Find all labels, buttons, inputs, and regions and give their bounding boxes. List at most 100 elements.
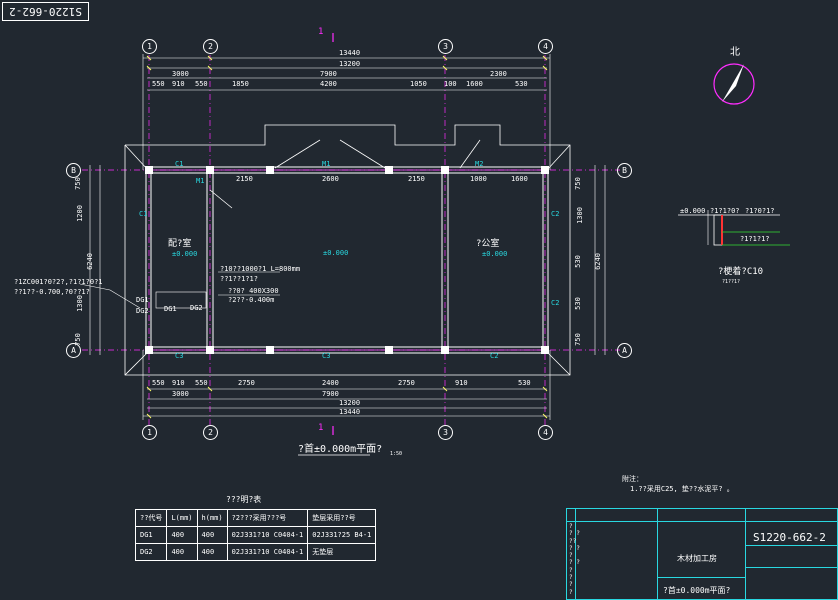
notes-heading: 附注：: [622, 475, 643, 483]
title-block-sheet-title: ?首±0.000m平面?: [663, 586, 731, 595]
door-label-m2: M2: [475, 160, 484, 168]
detail-title: ?梗着?C10: [718, 267, 764, 277]
legend-header-row: ??代号 L(mm) h(mm) ?2???采用???号 垫层采用??号: [134, 509, 377, 527]
room-level-1: ±0.000: [482, 250, 508, 258]
title-block: ?? ???? ??? ????? S1220-662-2 木材加工房 ?首±0…: [566, 508, 838, 600]
axis-bubble-3-bottom: 3: [438, 425, 453, 440]
axis-bubble-3-top: 3: [438, 39, 453, 54]
dim-top-seg-a-0: 3000: [172, 70, 189, 78]
dim-top-seg-a-1: 7900: [320, 70, 337, 78]
dim-right-4: 530: [573, 297, 582, 310]
legend-header: 垫层采用??号: [307, 509, 377, 527]
doors: [209, 139, 481, 209]
axis-bubble-2-bottom: 2: [203, 425, 218, 440]
legend-cell: 02J331?10 C0404-1: [226, 526, 309, 544]
section-marker-bottom: 1: [318, 423, 324, 433]
dim-top-seg-b-2: 550: [195, 80, 208, 88]
plan-title: ?首±0.000m平面?: [298, 444, 383, 455]
dim-right-1: 1300: [575, 207, 584, 224]
columns: [145, 166, 549, 354]
legend-title: ???明?表: [226, 495, 262, 504]
window-lines: [151, 169, 543, 351]
dim-right-0: 750: [573, 177, 582, 190]
dim-bot-seg-a-1: 910: [172, 379, 185, 387]
door-label-m1: M1: [322, 160, 331, 168]
axis-bubble-B-left: B: [66, 163, 81, 178]
dim-left-4: 750: [73, 333, 82, 346]
window-label-c1-left: C1: [139, 210, 148, 218]
legend-cell: 400: [166, 543, 198, 561]
callout-0: ?1ZC001?0?2?,?1?1?0?1: [14, 278, 103, 286]
leaders: [79, 271, 280, 309]
dim-bot-seg-a-4: 2400: [322, 379, 339, 387]
legend-header: ??代号: [134, 509, 168, 527]
dim-left-2: 6240: [85, 253, 94, 270]
dim-left-1: 1200: [75, 205, 84, 222]
dim-bot-seg-b-0: 3000: [172, 390, 189, 398]
dim-lines-top: [142, 54, 551, 170]
plan-scale: 1:50: [390, 451, 403, 457]
window-label-c1-top: C1: [175, 160, 184, 168]
room-name-0: 配?室: [168, 239, 192, 249]
north-arrow: [713, 63, 755, 105]
detail-drawing: [678, 210, 790, 246]
dim-interior-3: 1000: [470, 175, 487, 183]
detail-note-3: ?1?1?1?: [740, 235, 770, 243]
dim-top-seg-b-1: 910: [172, 80, 185, 88]
legend-header: ?2???采用???号: [226, 509, 309, 527]
detail-note-1: ?1?1?0?: [710, 207, 740, 215]
dim-right-5: 750: [573, 333, 582, 346]
detail-scale: ?1??1?: [722, 279, 741, 285]
legend-cell: 02J331?10 C0404-1: [226, 543, 309, 561]
dim-bot-seg-a-7: 530: [518, 379, 531, 387]
door-label-m1-interior: M1: [196, 177, 205, 185]
detail-level: ±0.000: [680, 207, 706, 215]
room-level-0: ±0.000: [172, 250, 198, 258]
dim-interior-0: 2150: [236, 175, 253, 183]
section-marker-top: 1: [318, 27, 324, 37]
dim-top-seg-b-8: 530: [515, 80, 528, 88]
dim-interior-4: 1600: [511, 175, 528, 183]
dg-label-3: DG1: [164, 305, 177, 313]
table-row: DG2 400 400 02J331?10 C0404-1 无垫层: [134, 543, 377, 561]
legend-header: h(mm): [196, 509, 228, 527]
dim-top-seg-b-7: 1600: [466, 80, 483, 88]
dim-right-2: 6240: [593, 253, 602, 270]
window-label-c2-right: C2: [551, 210, 560, 218]
notes-line-1: 1.??采用C25, 垫??水泥平? 。: [630, 485, 734, 493]
dg-label-1: DG1: [136, 296, 149, 304]
legend-header: L(mm): [166, 509, 198, 527]
dim-bot-seg-a-2: 550: [195, 379, 208, 387]
legend-table: ??代号 L(mm) h(mm) ?2???采用???号 垫层采用??号 DG1…: [134, 509, 377, 561]
title-block-row-labels: ?? ???? ??? ?????: [569, 523, 580, 596]
legend-cell: 400: [166, 526, 198, 544]
dim-top-seg-b-3: 1850: [232, 80, 249, 88]
callout-1: ??1??-0.700,?0??1?: [14, 288, 90, 296]
callout-3: ??1??1?1?: [220, 275, 258, 283]
window-label-c3-bottom: C3: [322, 352, 331, 360]
callout-5: ?2??-0.400m: [228, 296, 275, 304]
dim-top-overall-1: 13440: [339, 49, 361, 57]
dg-label-4: DG2: [136, 307, 149, 315]
legend-cell: 400: [196, 543, 228, 561]
axis-bubble-1-bottom: 1: [142, 425, 157, 440]
dim-bot-seg-b-1: 7900: [322, 390, 339, 398]
dim-top-overall-2: 13200: [339, 60, 361, 68]
dim-top-seg-b-4: 4200: [320, 80, 337, 88]
detail-note-2: ?1?0?1?: [745, 207, 775, 215]
dim-bot-overall-2: 13440: [339, 408, 361, 416]
room-name-1: ?公室: [476, 239, 500, 249]
title-block-drawing-no: S1220-662-2: [753, 531, 826, 544]
callout-2: ?10??1000?1 L=800mm: [220, 265, 301, 273]
window-label-c3-bottom-left: C3: [175, 352, 184, 360]
legend-cell: 400: [196, 526, 228, 544]
axis-bubble-2-top: 2: [203, 39, 218, 54]
dim-bot-overall-1: 13200: [339, 399, 361, 407]
axis-bubble-4-bottom: 4: [538, 425, 553, 440]
axis-bubble-B-right: B: [617, 163, 632, 178]
north-label: 北: [730, 47, 740, 58]
dim-left-0: 750: [73, 177, 82, 190]
dim-ticks: [146, 55, 548, 419]
dim-top-seg-b-0: 550: [152, 80, 165, 88]
dim-bot-seg-a-5: 2750: [398, 379, 415, 387]
